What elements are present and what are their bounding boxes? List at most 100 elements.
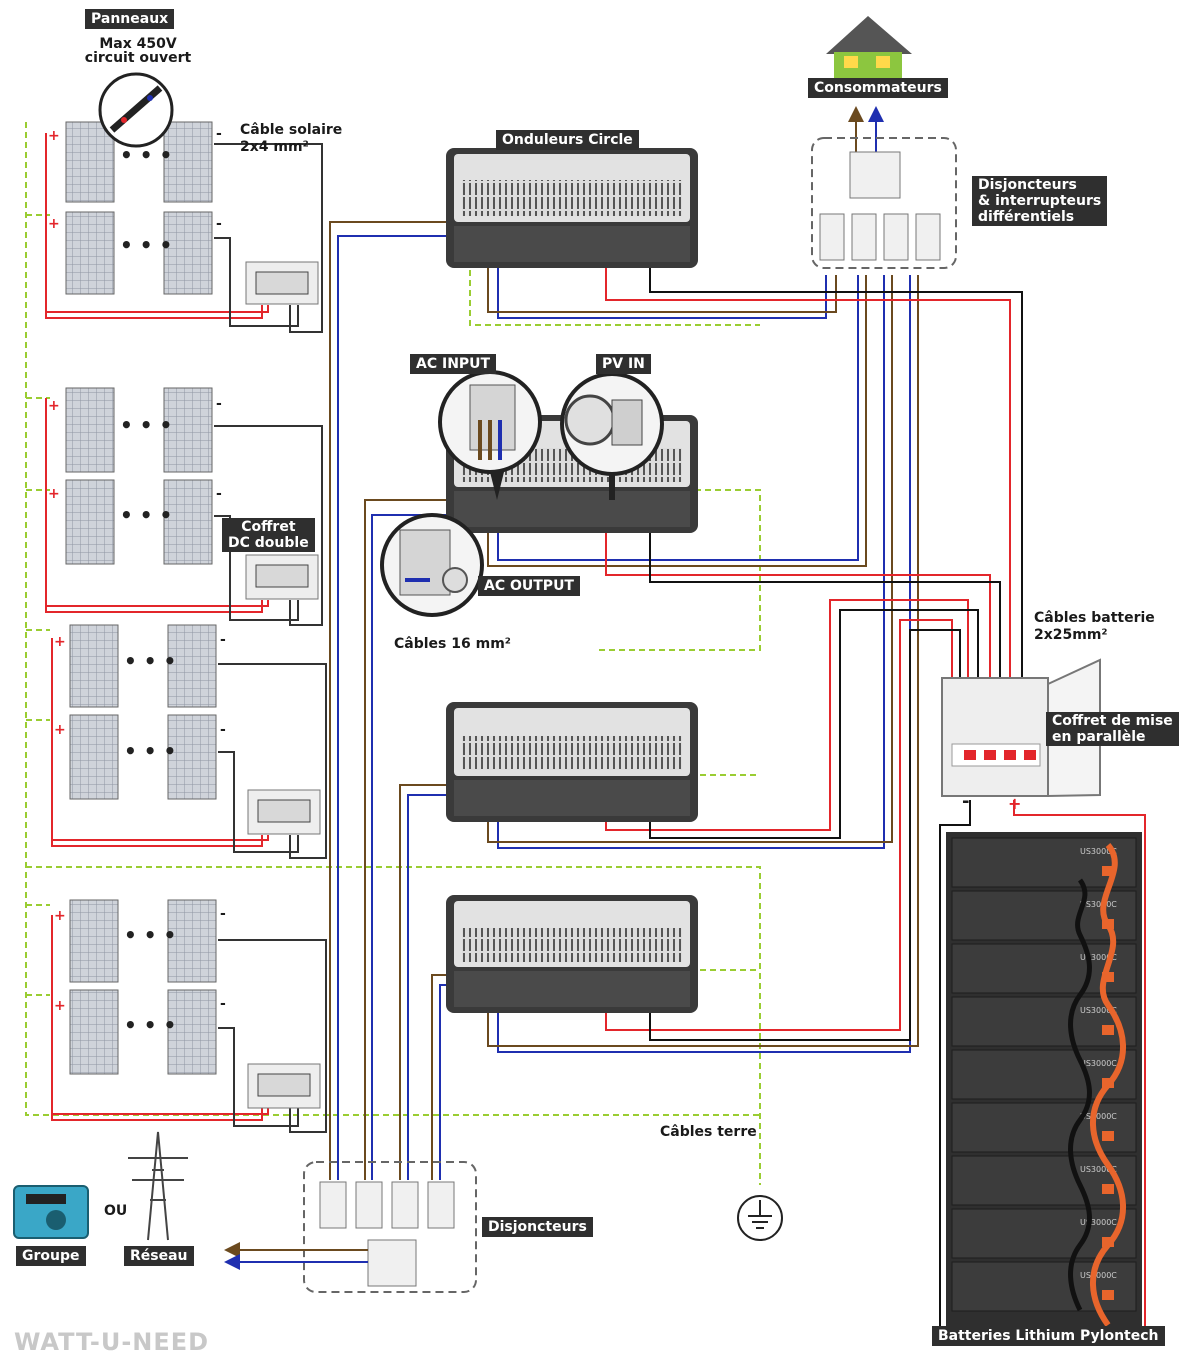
- solar-cable-label-line1: Câble solaire: [240, 122, 343, 138]
- rcd-line3: différentiels: [978, 209, 1075, 225]
- battery-rack: US3000C US3000C US3000C US3000C US3000C US300…: [946, 832, 1142, 1334]
- minus-mark-8: -: [220, 996, 226, 1012]
- plus-mark-7: +: [54, 908, 66, 924]
- solar-panel-groups: • • • • • • • • • • • • • • • • • •: [65, 121, 217, 1075]
- battery-module: US3000C: [951, 1208, 1137, 1259]
- minus-mark-3: -: [216, 396, 222, 412]
- minus-mark-2: -: [216, 216, 222, 232]
- plus-mark-2: +: [48, 216, 60, 232]
- panels-tag: Panneaux: [85, 9, 175, 29]
- minus-mark-4: -: [216, 486, 222, 502]
- cables-16-label: Câbles 16 mm²: [394, 636, 511, 652]
- battery-module: US3000C: [951, 1261, 1137, 1312]
- zoom-ac-output-icon: [380, 513, 484, 617]
- or-label: OU: [104, 1203, 128, 1219]
- panel-group-2: • • • • • •: [65, 387, 213, 565]
- house-icon: [826, 16, 912, 78]
- grid-tag: Réseau: [124, 1246, 194, 1266]
- solar-cable-label-line2: 2x4 mm²: [240, 139, 309, 155]
- battery-terminal: [1102, 972, 1114, 982]
- zoom-pv-in-icon: [560, 372, 664, 500]
- svg-text:• • •: • • •: [120, 143, 172, 167]
- consumers-tag: Consommateurs: [808, 78, 948, 98]
- parallel-box: [941, 658, 1101, 798]
- battery-terminal: [1102, 1025, 1114, 1035]
- parallel-box-plus: +: [1008, 794, 1022, 813]
- panel-group-1: • • • • • •: [65, 121, 213, 295]
- batteries-tag: Batteries Lithium Pylontech: [932, 1326, 1165, 1346]
- panel-group-3: • • • • • •: [69, 624, 217, 800]
- battery-model-label: US3000C: [1080, 1218, 1117, 1227]
- inverter-3: [446, 702, 698, 822]
- earth-cables-label: Câbles terre: [660, 1124, 757, 1140]
- parallel-box-tag: Coffret de mise en parallèle: [1046, 712, 1179, 746]
- minus-mark-7: -: [220, 906, 226, 922]
- battery-terminal: [1102, 866, 1114, 876]
- svg-text:• • •: • • •: [124, 923, 176, 947]
- battery-model-label: US3000C: [1080, 1006, 1117, 1015]
- earth-ground-icon: [737, 1195, 783, 1241]
- minus-mark-1: -: [216, 126, 222, 142]
- minus-mark-6: -: [220, 722, 226, 738]
- pv-in-tag: PV IN: [596, 354, 651, 374]
- battery-cables-line2: 2x25mm²: [1034, 627, 1108, 643]
- battery-model-label: US3000C: [1080, 953, 1117, 962]
- battery-module: US3000C: [951, 1049, 1137, 1100]
- pv-string-wires: [45, 133, 327, 1133]
- zoom-ac-input-icon: [438, 370, 542, 500]
- battery-module: US3000C: [951, 1102, 1137, 1153]
- svg-text:• • •: • • •: [120, 233, 172, 257]
- generator-icon: [13, 1185, 89, 1239]
- battery-wires: [605, 240, 1146, 1341]
- rcd-line1: Disjoncteurs: [978, 177, 1077, 193]
- parallel-box-line2: en parallèle: [1052, 729, 1146, 745]
- battery-model-label: US3000C: [1080, 1165, 1117, 1174]
- battery-model-label: US3000C: [1080, 900, 1117, 909]
- panel-group-4: • • • • • •: [69, 899, 217, 1075]
- dc-box-line1: Coffret: [241, 519, 296, 535]
- dc-combiner-boxes: [245, 261, 321, 1109]
- watermark-logo: WATT-U-NEED: [14, 1328, 210, 1356]
- mc4-connector-icon: [98, 72, 174, 148]
- battery-terminal: [1102, 1184, 1114, 1194]
- dc-box-tag: Coffret DC double: [222, 518, 315, 552]
- parallel-box-minus: -: [962, 791, 970, 812]
- ac-output-tag: AC OUTPUT: [478, 576, 580, 596]
- battery-module: US3000C: [951, 890, 1137, 941]
- max-voltage-line1: Max 450V: [99, 36, 177, 52]
- svg-text:• • •: • • •: [120, 413, 172, 437]
- plus-mark-1: +: [48, 128, 60, 144]
- battery-negative-link: [1068, 878, 1092, 1312]
- battery-module: US3000C: [951, 1155, 1137, 1206]
- grid-breaker-box: [224, 1161, 477, 1293]
- inverter-4: [446, 895, 698, 1013]
- parallel-box-line1: Coffret de mise: [1052, 713, 1173, 729]
- battery-model-label: US3000C: [1080, 1059, 1117, 1068]
- battery-positive-link: [1090, 843, 1126, 1327]
- battery-terminal: [1102, 1131, 1114, 1141]
- plus-mark-8: +: [54, 998, 66, 1014]
- ac-input-tag: AC INPUT: [410, 354, 497, 374]
- battery-terminal: [1102, 1290, 1114, 1300]
- max-voltage-line2: circuit ouvert: [84, 50, 192, 66]
- rcd-line2: & interrupteurs: [978, 193, 1102, 209]
- svg-text:• • •: • • •: [124, 1013, 176, 1037]
- plus-mark-4: +: [48, 486, 60, 502]
- minus-mark-5: -: [220, 632, 226, 648]
- rcd-breakers-tag: Disjoncteurs & interrupteurs différentie…: [972, 176, 1108, 226]
- inverter-1: [446, 148, 698, 268]
- breakers-tag: Disjoncteurs: [482, 1217, 593, 1237]
- battery-model-label: US3000C: [1080, 1112, 1117, 1121]
- consumer-breaker-box: [811, 137, 957, 269]
- dc-box-line2: DC double: [228, 535, 309, 551]
- battery-model-label: US3000C: [1080, 1271, 1117, 1280]
- pylon-icon: [128, 1131, 188, 1241]
- plus-mark-6: +: [54, 722, 66, 738]
- svg-text:• • •: • • •: [120, 503, 172, 527]
- ac-output-wires: [487, 106, 919, 1053]
- inverters-tag: Onduleurs Circle: [496, 130, 639, 150]
- plus-mark-5: +: [54, 634, 66, 650]
- battery-cables-line1: Câbles batterie: [1034, 610, 1155, 626]
- svg-text:• • •: • • •: [124, 649, 176, 673]
